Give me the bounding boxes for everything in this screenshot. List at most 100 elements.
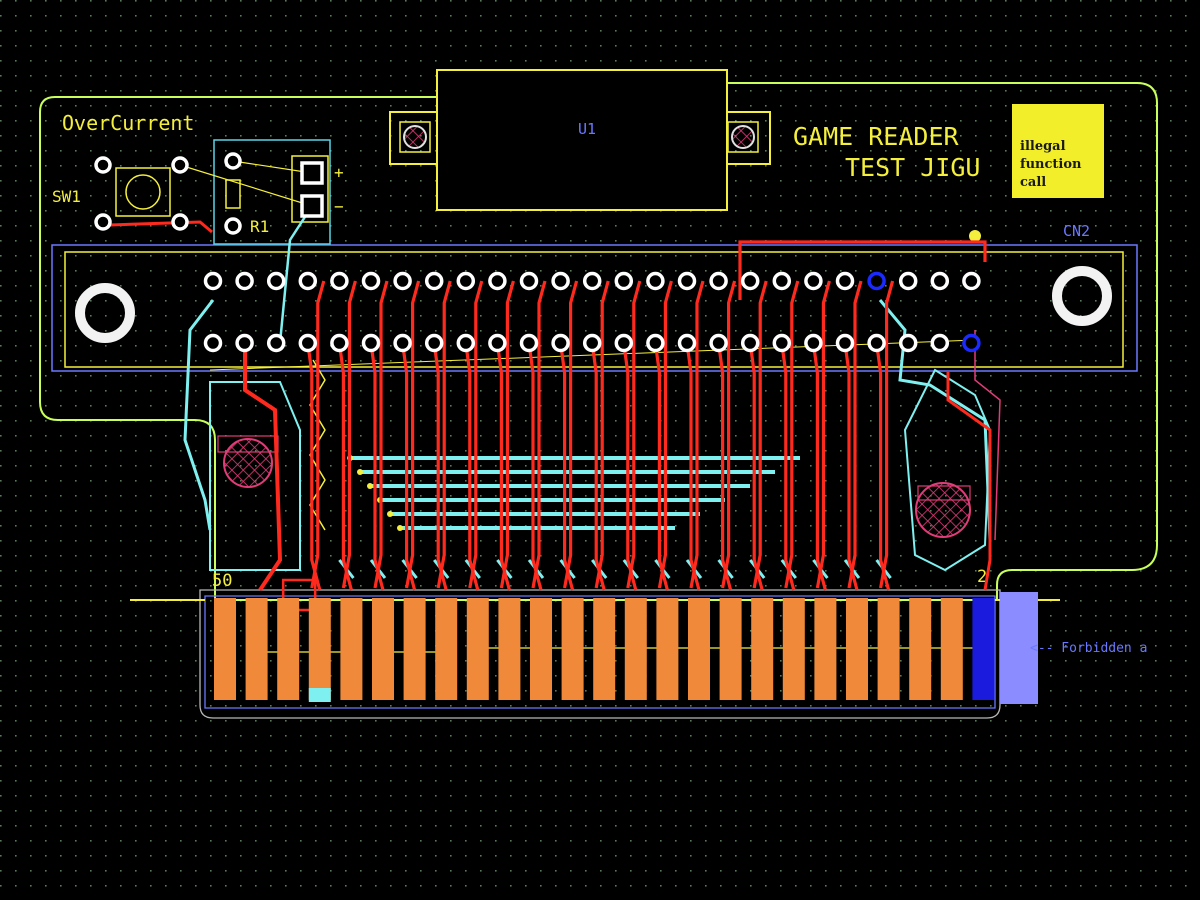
sw1-pad-2[interactable]: [171, 156, 189, 174]
edge-finger-10[interactable]: [498, 598, 521, 700]
edge-finger-12[interactable]: [561, 598, 584, 700]
cn2-pad-a-7[interactable]: [393, 271, 412, 291]
cn2-pad-a-8[interactable]: [424, 271, 444, 291]
edge-finger-17[interactable]: [719, 598, 742, 700]
cn2-pad-a-2[interactable]: [235, 271, 254, 291]
cn2-pad-a-19[interactable]: [772, 271, 792, 291]
cn2-pad-b-24[interactable]: [930, 333, 950, 353]
board-outline: [39, 82, 1158, 601]
bus-via-1: [357, 469, 363, 475]
cn2-pad-b-25[interactable]: [962, 333, 981, 353]
cn2-pad-b-9[interactable]: [456, 333, 476, 353]
cn2-pad-b-5[interactable]: [330, 333, 349, 353]
edge-finger-14[interactable]: [624, 598, 647, 700]
edge-finger-6[interactable]: [372, 598, 394, 700]
power-plus-label: +: [334, 163, 344, 182]
cn2-pad-a-13[interactable]: [582, 271, 602, 291]
edge-finger-13[interactable]: [593, 598, 616, 700]
edge-finger-20[interactable]: [814, 598, 837, 700]
cn2-pad-a-17[interactable]: [709, 271, 728, 291]
r1-pad-2[interactable]: [224, 217, 242, 235]
cn2-pad-b-8[interactable]: [424, 333, 444, 353]
cn2-pad-b-23[interactable]: [898, 333, 918, 353]
cn2-pad-a-5[interactable]: [330, 271, 349, 291]
edge-finger-3[interactable]: [277, 598, 300, 700]
sw1-pad-3[interactable]: [94, 213, 112, 231]
cn2-pad-a-16[interactable]: [677, 271, 697, 291]
cn2-pad-b-7[interactable]: [393, 333, 412, 353]
cn2-pad-b-16[interactable]: [677, 333, 697, 353]
cn2-pad-b-2[interactable]: [235, 333, 254, 353]
cn2-pads[interactable]: [203, 271, 981, 353]
r1-pad-1[interactable]: [224, 152, 242, 170]
edge-finger-18[interactable]: [751, 598, 774, 700]
bus-via-2: [367, 483, 373, 489]
edge-finger-23[interactable]: [909, 598, 932, 700]
edge-finger-21[interactable]: [846, 598, 868, 700]
cn2-pad-a-24[interactable]: [930, 271, 950, 291]
power-header-pad-1[interactable]: [300, 161, 324, 185]
edge-finger-24[interactable]: [940, 598, 963, 700]
cn2-pad-a-14[interactable]: [614, 271, 634, 291]
trace-top-b-15: [689, 280, 705, 589]
u1-body-outline: [436, 69, 728, 211]
cn2-pad-b-14[interactable]: [614, 333, 634, 353]
cn2-pad-a-6[interactable]: [361, 271, 381, 291]
edge-finger-8[interactable]: [435, 598, 458, 700]
cn2-pad-a-15[interactable]: [646, 271, 665, 291]
cn2-pad-a-20[interactable]: [804, 271, 823, 291]
cn2-pad-a-9[interactable]: [456, 271, 476, 291]
edge-finger-22[interactable]: [877, 598, 900, 700]
edge-finger-25[interactable]: [972, 598, 995, 700]
cn2-pad-b-3[interactable]: [266, 333, 286, 353]
edge-finger-7[interactable]: [403, 598, 426, 700]
sw1-pad-4[interactable]: [171, 213, 189, 231]
edge-finger-1[interactable]: [214, 598, 236, 700]
trace-top-b-20: [847, 280, 863, 589]
cn2-pad-b-19[interactable]: [772, 333, 792, 353]
cn2-pad-a-21[interactable]: [835, 271, 855, 291]
cn2-pad-b-21[interactable]: [835, 333, 855, 353]
cn2-pad-b-10[interactable]: [488, 333, 507, 353]
cn2-pad-b-1[interactable]: [203, 333, 223, 353]
cn2-pad-a-10[interactable]: [488, 271, 507, 291]
cn2-pad-a-3[interactable]: [266, 271, 286, 291]
sw1-pad-1[interactable]: [94, 156, 112, 174]
edge-finger-11[interactable]: [530, 598, 552, 700]
cn2-pad-a-23[interactable]: [898, 271, 918, 291]
cn2-pad-b-11[interactable]: [519, 333, 539, 353]
trace-top-21: [875, 342, 891, 591]
power-header-pad-2[interactable]: [300, 194, 324, 218]
cn2-pad-b-20[interactable]: [804, 333, 823, 353]
cn2-pad-a-4[interactable]: [298, 271, 318, 291]
cn2-pad-a-11[interactable]: [519, 271, 539, 291]
edge-fingers[interactable]: [214, 598, 995, 702]
cn2-pad-a-18[interactable]: [740, 271, 760, 291]
edge-finger-16[interactable]: [688, 598, 710, 700]
cn2-pad-a-12[interactable]: [551, 271, 570, 291]
cn2-pad-a-22[interactable]: [867, 271, 886, 291]
edge-finger-4[interactable]: [308, 598, 331, 700]
edge-finger-9[interactable]: [466, 598, 489, 700]
edge-finger-15[interactable]: [656, 598, 679, 700]
cn2-pad-a-25[interactable]: [962, 271, 981, 291]
cn2-pin1-marker: [969, 230, 981, 242]
cn2-pad-b-17[interactable]: [709, 333, 728, 353]
edge-finger-2[interactable]: [245, 598, 268, 700]
cn2-pad-b-12[interactable]: [551, 333, 570, 353]
wire-r1-power: [232, 160, 313, 174]
cn2-pad-b-15[interactable]: [646, 333, 665, 353]
component-pads[interactable]: [94, 152, 324, 235]
trace-top-b-10: [531, 280, 547, 589]
cn2-pad-b-18[interactable]: [740, 333, 760, 353]
cn2-pad-b-4[interactable]: [298, 333, 318, 353]
cn2-pad-a-1[interactable]: [203, 271, 223, 291]
cn2-pad-b-13[interactable]: [582, 333, 602, 353]
sw1-footprint[interactable]: [115, 167, 171, 217]
cn2-pad-b-22[interactable]: [867, 333, 886, 353]
edge-finger-5[interactable]: [340, 598, 363, 700]
edge-finger-19[interactable]: [782, 598, 805, 700]
cn2-pad-b-6[interactable]: [361, 333, 381, 353]
